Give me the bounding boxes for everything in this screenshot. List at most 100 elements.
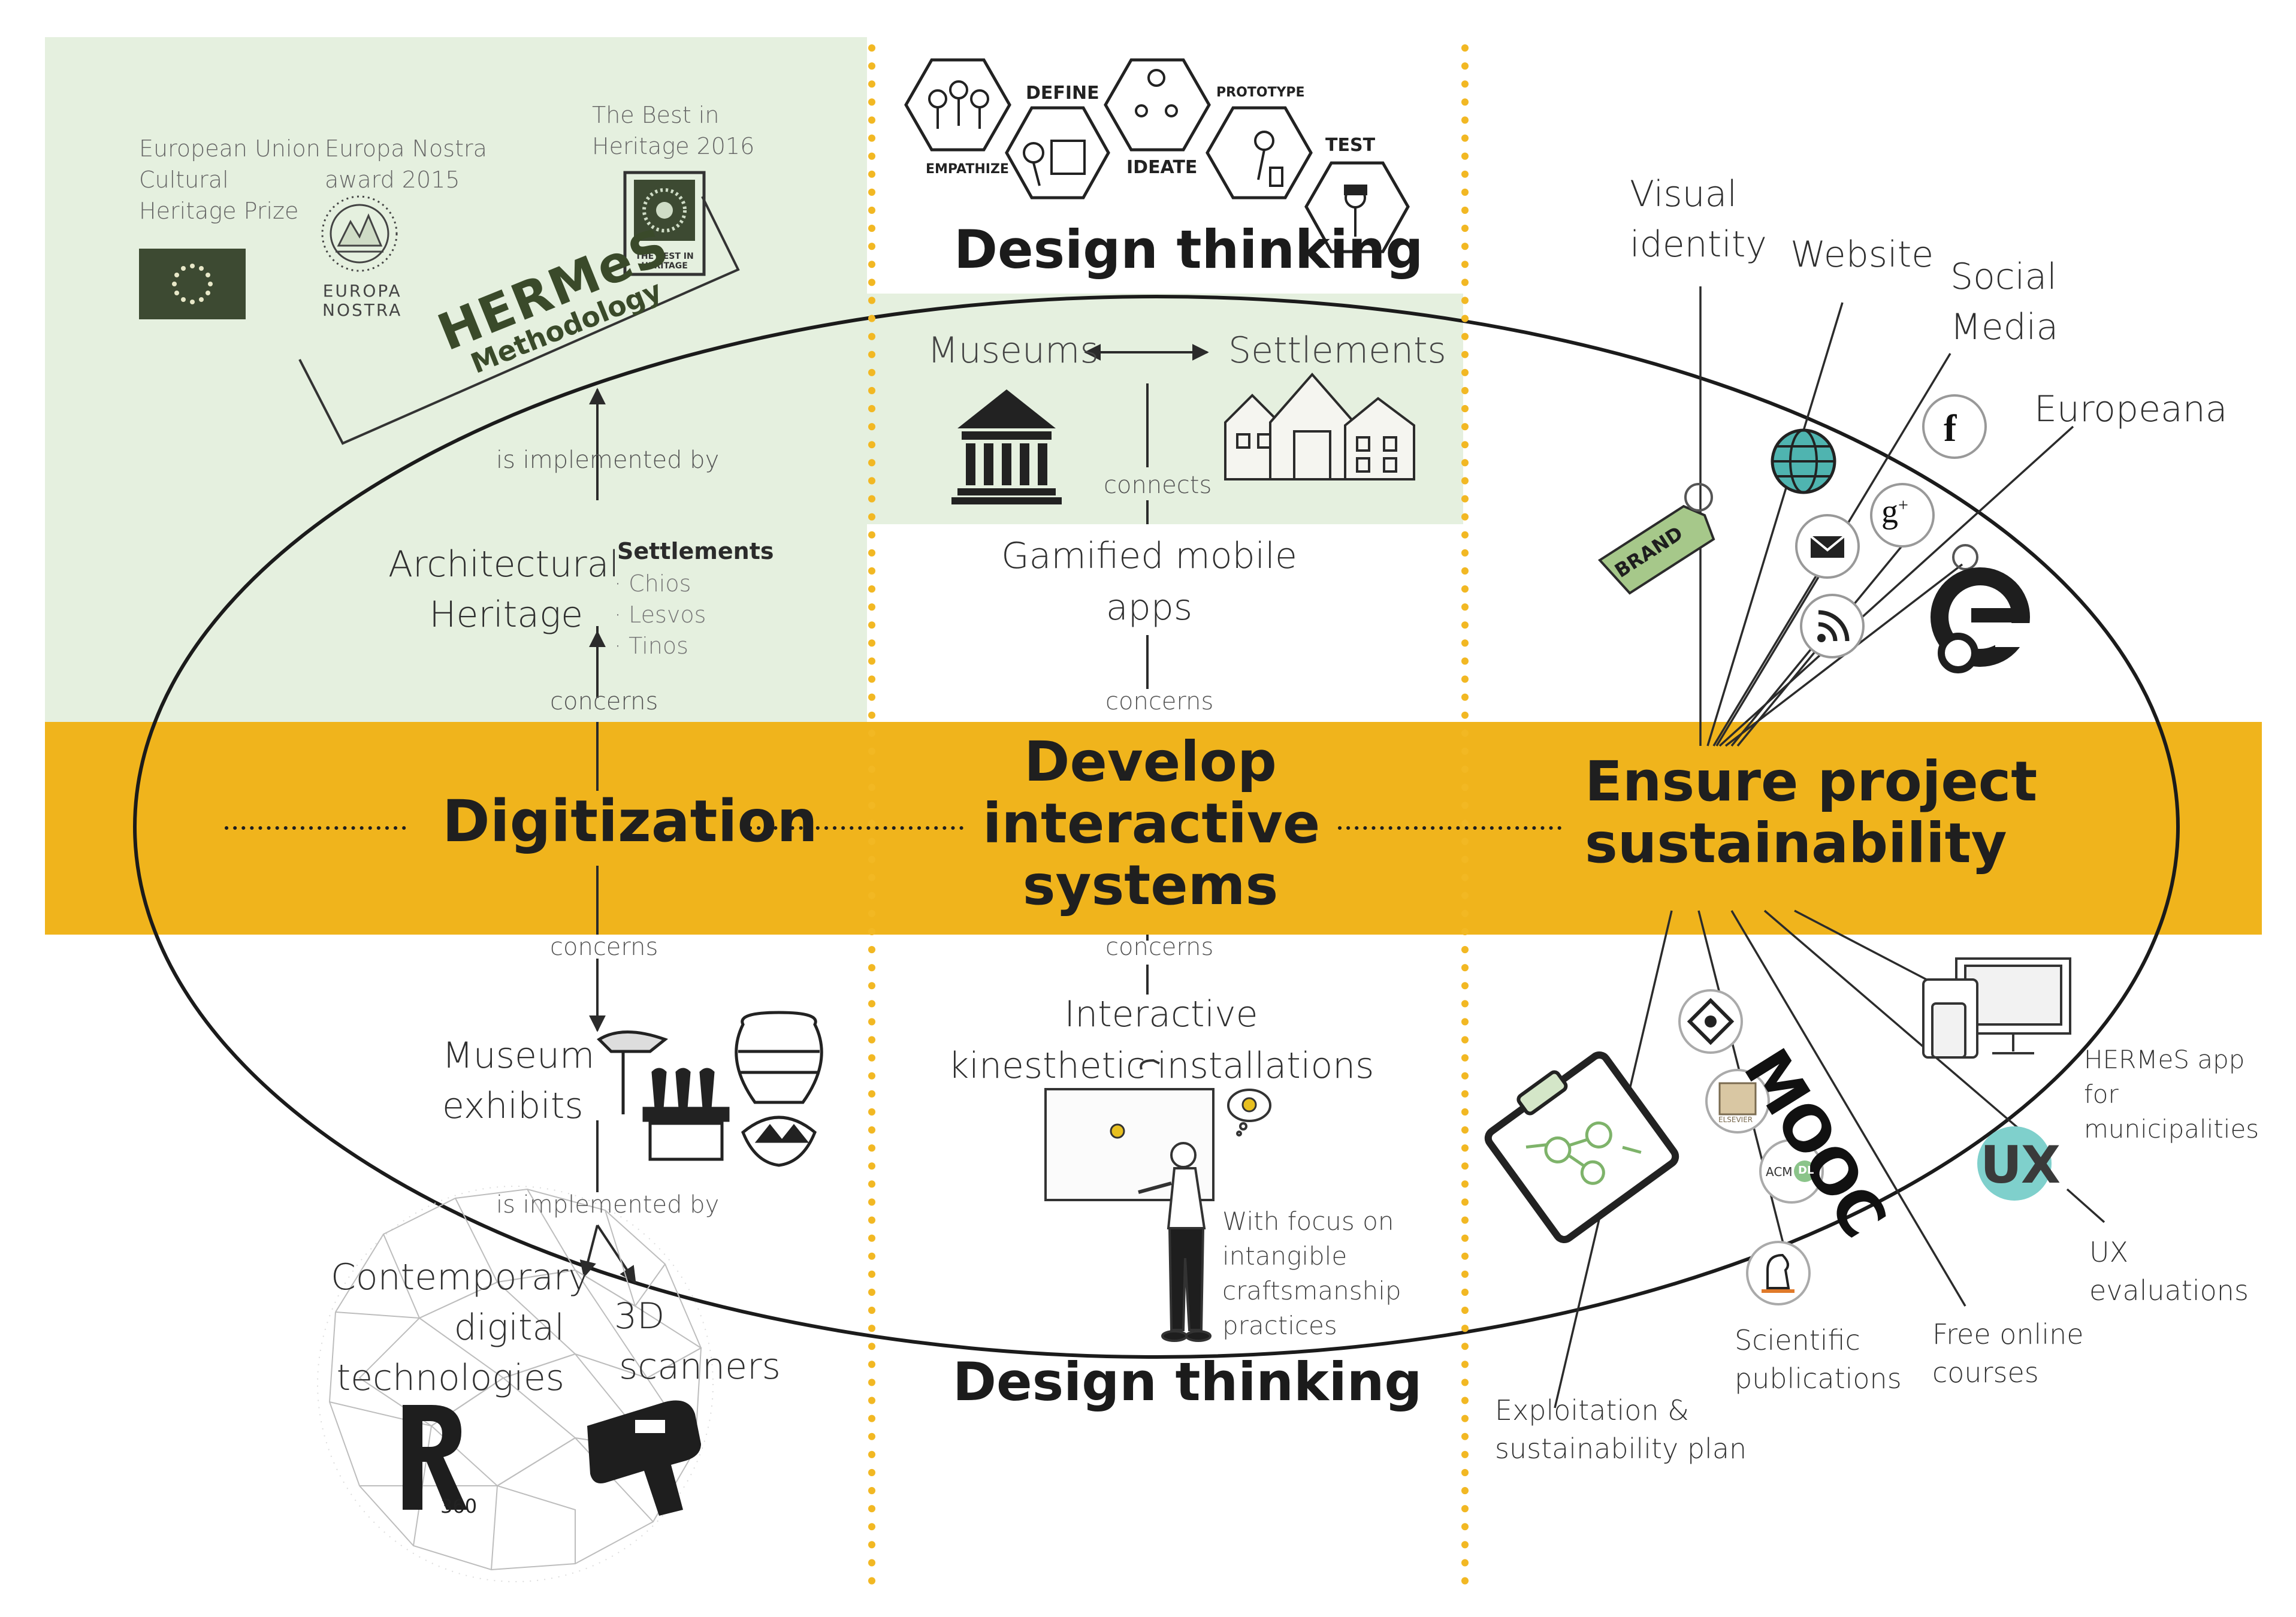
google-plus-glyph: g+ [1881, 493, 1908, 530]
europa-nostra-logo-line-1: EUROPA [322, 281, 402, 301]
orange-band [45, 722, 2262, 935]
scanner-icon [587, 1400, 701, 1516]
settlement-lesvos-label: Lesvos [629, 602, 706, 628]
ux-evaluations-line-2: evaluations [2089, 1274, 2249, 1307]
social-media-label: Social Media [1950, 252, 2058, 352]
r360-number: 360 [440, 1495, 478, 1518]
google-plus-icon [1870, 483, 1935, 548]
acm-text: ACM [1766, 1165, 1793, 1179]
main-ellipse [133, 295, 2180, 1359]
focus-line-2: intangible [1222, 1241, 1348, 1271]
europa-nostra-logo-line-2: NOSTRA [322, 300, 403, 320]
europeana-logo-icon [1931, 544, 2031, 673]
settlements-title: Settlements [617, 538, 774, 564]
architectural-heritage: Architectural Heritage [388, 539, 620, 640]
settlements-label: Settlements [1228, 330, 1446, 371]
gamified-mobile-apps: Gamified mobile apps [999, 530, 1299, 633]
clipboard-icon [1484, 1051, 1679, 1243]
free-courses-label: Free online courses [1932, 1315, 2084, 1392]
focus-line-4: practices [1222, 1311, 1337, 1340]
scientific-publications-label: Scientific publications [1735, 1321, 1902, 1398]
3d-scanners-line-1: 3D [614, 1295, 665, 1337]
brand-tag-icon [1597, 483, 1715, 595]
settlement-lesvos: · Lesvos [614, 602, 706, 628]
ensure-line-1: Ensure project [1585, 749, 2038, 814]
social-media-line-2: Media [1950, 306, 2059, 348]
installation-sketch [1044, 1059, 1271, 1342]
facebook-glyph: f [1944, 407, 1957, 449]
europa-nostra-line-2: award 2015 [325, 167, 460, 193]
contemporary-line-3: technologies [336, 1357, 564, 1399]
design-thinking-top-title: Design thinking [954, 219, 1424, 280]
scientific-line-1: Scientific [1735, 1324, 1860, 1356]
contemporary-technologies: Contemporary digital technologies [331, 1252, 590, 1403]
connects-label: connects [1104, 472, 1212, 499]
europa-nostra-label: Europa Nostra award 2015 [325, 133, 487, 195]
settlement-tinos-label: Tinos [629, 633, 688, 659]
hand-gesture-icons [1110, 1097, 1257, 1139]
hexagon-sketches [928, 69, 1367, 237]
free-courses-line-1: Free online [1932, 1318, 2084, 1350]
exploitation-line-2: sustainability plan [1495, 1432, 1747, 1465]
europeana-label: Europeana [2034, 388, 2228, 430]
r360-logo-icon [403, 1405, 467, 1510]
focus-line-3: craftsmanship [1222, 1276, 1401, 1305]
eu-prize-line-3: Heritage Prize [139, 198, 299, 224]
pub-elsevier-icon [1705, 1069, 1770, 1134]
interactive-installations: Interactive kinesthetic installations [945, 989, 1377, 1092]
ux-badge-icon [1977, 1126, 2052, 1201]
digitization-label: Digitization [442, 788, 818, 855]
settlement-chios: · Chios [614, 570, 691, 597]
step-test: TEST [1325, 135, 1376, 156]
exploitation-plan-label: Exploitation & sustainability plan [1495, 1391, 1747, 1468]
design-thinking-bottom-title: Design thinking [953, 1351, 1422, 1413]
step-prototype: PROTOTYPE [1216, 85, 1305, 100]
email-icon [1795, 514, 1860, 579]
website-label: Website [1790, 234, 1934, 276]
hermes-app-line-2: for [2084, 1080, 2119, 1109]
focus-craftsmanship: With focus on intangible craftsmanship p… [1222, 1204, 1401, 1343]
social-media-line-1: Social [1950, 256, 2057, 298]
ensure-sustainability: Ensure project sustainability [1585, 751, 2037, 874]
3d-scanners-line-2: scanners [619, 1346, 781, 1388]
concerns-center-lower: concerns [1105, 933, 1214, 961]
interactive-line-1: Interactive [1064, 993, 1258, 1035]
settlement-chios-label: Chios [629, 570, 691, 597]
hermes-app-line-3: municipalities [2084, 1114, 2259, 1144]
settlement-houses-icon [1224, 372, 1415, 480]
ensure-line-2: sustainability [1585, 811, 2007, 876]
hermes-app-label: HERMeS app for municipalities [2084, 1042, 2259, 1147]
museum-exhibits-line-1: Museum [442, 1035, 595, 1077]
architectural-line-1: Architectural [388, 543, 620, 585]
develop-line-2: interactive [983, 791, 1321, 856]
dl-text: DL [1798, 1164, 1814, 1177]
elsevier-text: ELSEVIER [1718, 1116, 1753, 1124]
develop-line-1: Develop [1024, 730, 1277, 794]
concerns-left-lower: concerns [550, 933, 658, 961]
visual-identity-line-2: identity [1630, 223, 1767, 265]
best-heritage-line-2: Heritage 2016 [592, 133, 755, 159]
settlement-tinos: · Tinos [614, 633, 688, 659]
develop-interactive-systems: Develop interactive systems [983, 730, 1321, 916]
best-heritage-label: The Best in Heritage 2016 [592, 99, 754, 162]
visual-identity-line-1: Visual [1630, 173, 1738, 215]
eu-stars [172, 264, 213, 304]
ux-evaluations-line-1: UX [2089, 1236, 2129, 1268]
3d-scanners: 3D scanners [614, 1291, 781, 1392]
scientific-line-2: publications [1735, 1362, 1902, 1395]
best-heritage-line-1: The Best in [592, 102, 720, 128]
hermes-app-line-1: HERMeS app [2084, 1045, 2245, 1074]
hermes-bracket [298, 196, 740, 445]
globe-icon [1771, 428, 1836, 494]
pub-acm-icon [1759, 1139, 1824, 1204]
best-heritage-logo-text: THE BEST IN HERITAGE [635, 252, 694, 271]
eu-prize-label: European Union Cultural Heritage Prize [139, 133, 321, 226]
interactive-line-2: kinesthetic installations [948, 1045, 1374, 1087]
facebook-icon [1922, 394, 1987, 459]
exhibits-icons [597, 1011, 823, 1167]
eu-prize-line-2: Cultural [139, 167, 229, 193]
europa-nostra-line-1: Europa Nostra [325, 135, 487, 162]
best-heritage-logo-icon [623, 171, 706, 276]
